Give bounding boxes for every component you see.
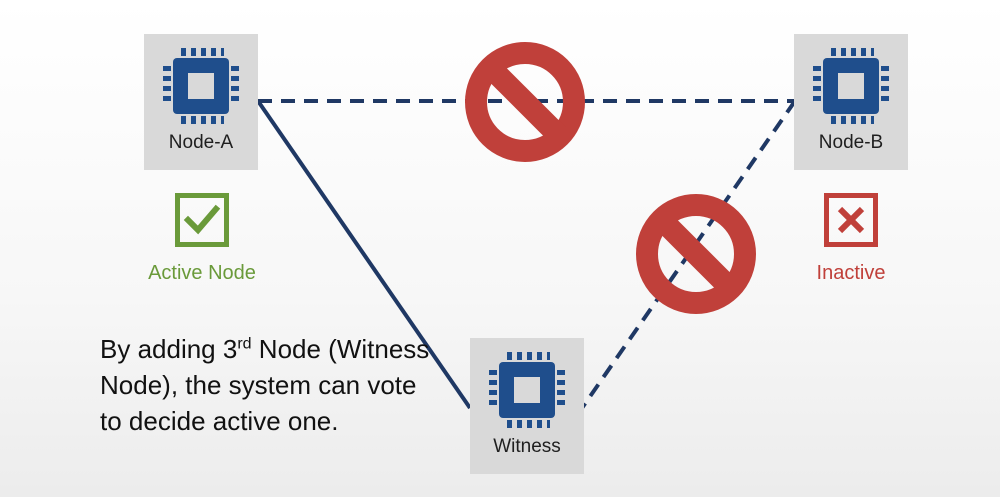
caption-text: By adding 3rd Node (Witness Node), the s… bbox=[100, 331, 430, 439]
x-box-icon bbox=[824, 193, 878, 247]
node-a: Node-A bbox=[144, 34, 258, 170]
node-witness-label: Witness bbox=[493, 436, 561, 457]
link-node-a-to-witness bbox=[256, 99, 472, 410]
node-witness: Witness bbox=[470, 338, 584, 474]
node-b: Node-B bbox=[794, 34, 908, 170]
node-b-label: Node-B bbox=[818, 132, 884, 153]
prohibited-icon bbox=[465, 42, 585, 162]
chip-icon bbox=[813, 48, 889, 124]
chip-icon bbox=[489, 352, 565, 428]
node-a-label: Node-A bbox=[168, 132, 234, 153]
active-node-label: Active Node bbox=[148, 262, 256, 284]
check-box-icon bbox=[175, 193, 229, 247]
caption-pre: By adding 3 bbox=[100, 334, 238, 364]
prohibited-icon bbox=[636, 194, 756, 314]
caption-sup: rd bbox=[237, 335, 252, 353]
caption-post: Node (Witness Node), the system can vote… bbox=[100, 334, 430, 436]
chip-icon bbox=[163, 48, 239, 124]
inactive-label: Inactive bbox=[816, 262, 886, 284]
